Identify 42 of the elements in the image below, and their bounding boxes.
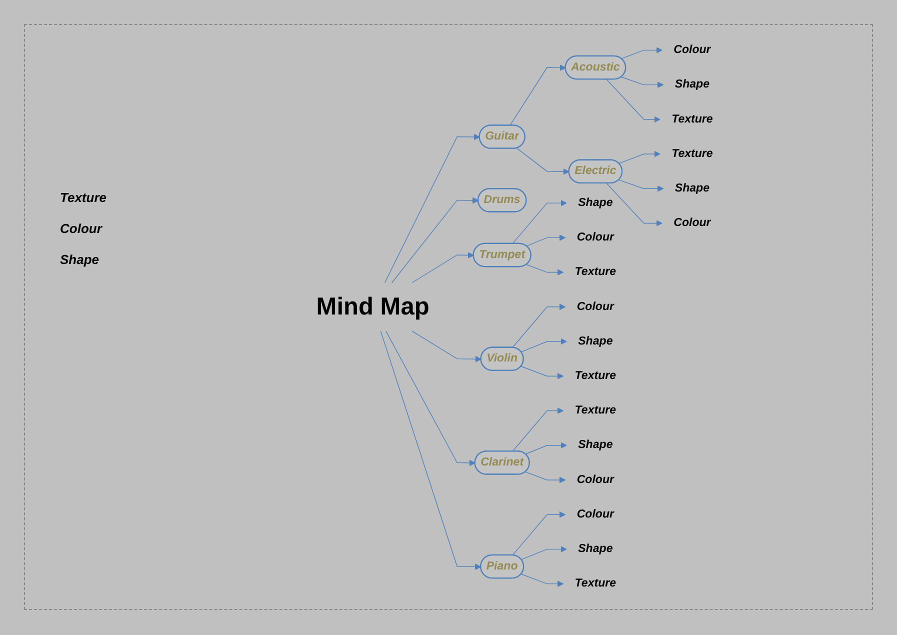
arrow bbox=[516, 148, 570, 175]
arrow bbox=[412, 252, 474, 284]
arrow bbox=[384, 134, 480, 284]
node-text: Texture bbox=[575, 577, 616, 590]
arrow bbox=[621, 76, 664, 88]
arrow bbox=[526, 442, 568, 454]
attribute-label: Texture bbox=[60, 190, 106, 205]
node-text: Mind Map bbox=[316, 292, 430, 320]
arrow bbox=[512, 200, 568, 244]
arrow bbox=[512, 408, 564, 452]
attribute-label: Shape bbox=[60, 252, 100, 267]
arrow bbox=[621, 47, 663, 60]
node-text: Shape bbox=[578, 196, 614, 209]
attribute-label: Colour bbox=[60, 221, 102, 236]
arrow bbox=[512, 511, 566, 556]
arrow bbox=[380, 330, 482, 570]
arrow bbox=[510, 64, 566, 126]
node-text: Shape bbox=[578, 438, 614, 452]
arrow bbox=[512, 304, 566, 348]
node-text: Texture bbox=[575, 266, 616, 278]
node-text: Texture bbox=[672, 112, 714, 126]
arrow bbox=[618, 150, 661, 164]
arrow bbox=[521, 546, 568, 560]
node-text: Shape bbox=[675, 182, 710, 194]
node-text: Shape bbox=[578, 335, 614, 348]
arrow bbox=[412, 330, 482, 362]
node-text: Texture bbox=[575, 404, 616, 417]
arrow bbox=[526, 234, 566, 246]
arrow bbox=[606, 79, 661, 123]
arrow bbox=[392, 197, 480, 284]
node-text: Texture bbox=[672, 148, 714, 160]
arrow bbox=[521, 366, 564, 380]
arrow bbox=[606, 182, 663, 226]
node-text: Texture bbox=[575, 370, 616, 382]
node-text: Shape bbox=[675, 78, 710, 91]
arrow bbox=[526, 472, 566, 484]
arrow bbox=[618, 180, 664, 192]
arrow bbox=[526, 264, 564, 276]
arrow bbox=[386, 330, 476, 466]
arrow bbox=[521, 574, 564, 587]
arrow bbox=[521, 338, 568, 352]
node-text: Shape bbox=[578, 542, 614, 555]
